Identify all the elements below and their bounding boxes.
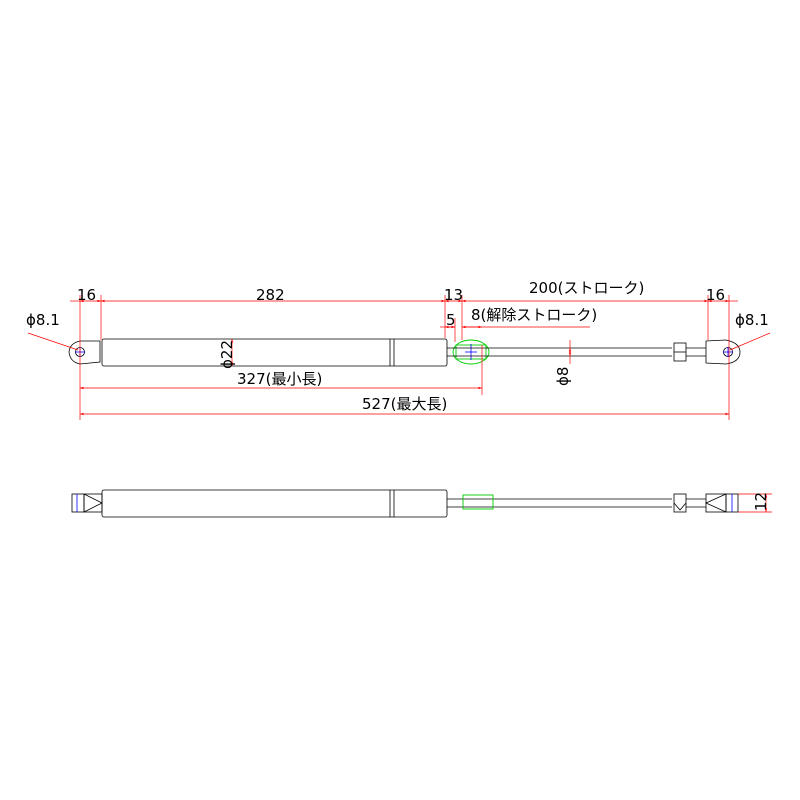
label-stroke: 200(ストローク) (529, 279, 644, 297)
label-rod-diameter: ϕ8 (554, 367, 572, 386)
left-eye-end (68, 340, 101, 365)
label-eye-diameter-left: ϕ8.1 (26, 311, 60, 329)
dimensions-top (27, 295, 771, 420)
label-release-stroke: 8(解除ストローク) (471, 306, 597, 324)
label-eye-diameter-right: ϕ8.1 (735, 311, 769, 329)
label-max-length: 527(最大長) (362, 395, 447, 413)
right-eye-end (673, 339, 741, 365)
label-body-length: 282 (256, 286, 285, 304)
top-view (68, 338, 741, 367)
label-small-gap: 5 (446, 311, 456, 329)
side-left-end (71, 493, 103, 513)
side-right-end (673, 493, 739, 513)
side-eye-width-dimension: 12 (738, 492, 772, 513)
rod-seal-highlight (452, 339, 490, 365)
label-eye-length-right: 16 (706, 286, 725, 304)
side-view: 12 (71, 489, 772, 518)
cylinder-body (101, 338, 448, 367)
side-piston-rod (447, 494, 672, 510)
label-gap-length: 13 (444, 286, 463, 304)
label-eye-length-left: 16 (77, 286, 96, 304)
label-eye-width: 12 (752, 492, 770, 511)
label-body-diameter: ϕ22 (218, 340, 236, 369)
side-cylinder-body (101, 489, 448, 518)
dimension-labels: 16 282 13 200(ストローク) 16 ϕ8.1 ϕ8.1 5 8(解除… (26, 279, 769, 413)
piston-rod (447, 347, 672, 357)
label-min-length: 327(最小長) (237, 370, 322, 388)
